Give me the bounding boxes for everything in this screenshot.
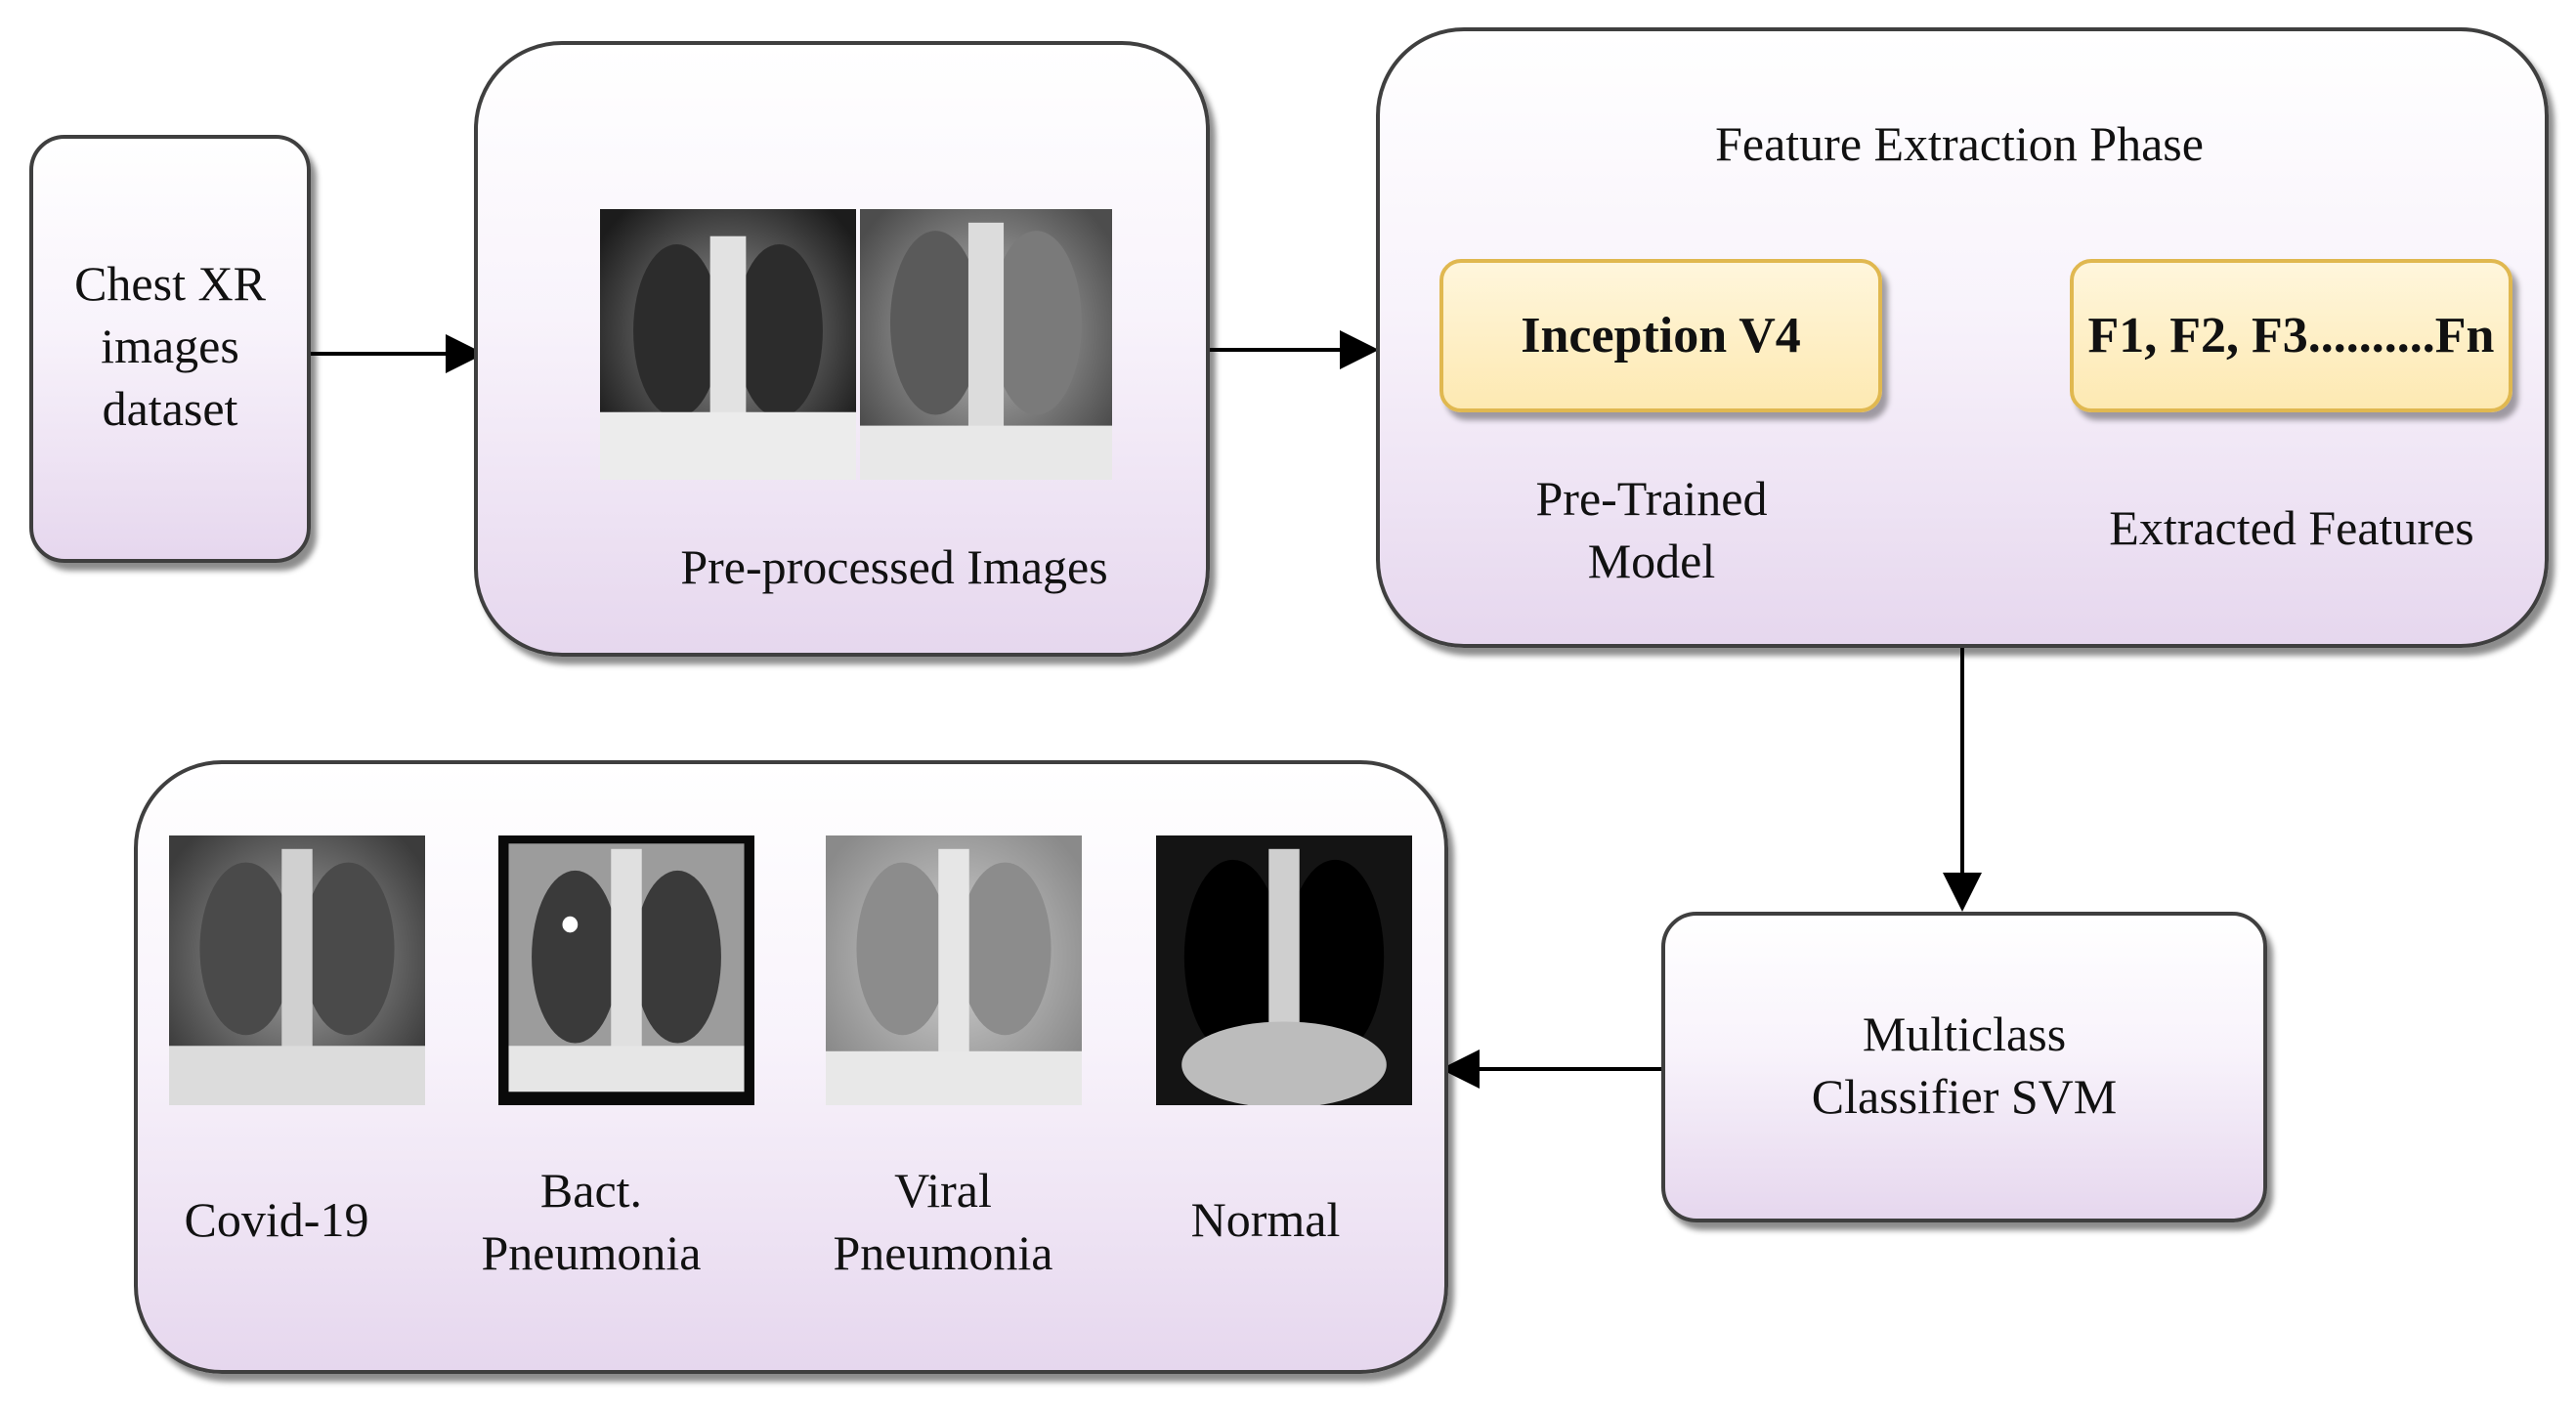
extracted-features-label: F1, F2, F3..........Fn — [2088, 307, 2495, 364]
dataset-label: Chest XR images dataset — [29, 252, 311, 440]
inception-model-box: Inception V4 — [1439, 259, 1882, 412]
xray-bacterial-pneumonia — [498, 835, 754, 1105]
xray-preprocessed-1 — [600, 209, 856, 480]
class-label-viral-pneumonia: Viral Pneumonia — [782, 1159, 1104, 1284]
xray-preprocessed-2 — [860, 209, 1112, 480]
classifier-label: Multiclass Classifier SVM — [1739, 1003, 2189, 1128]
xray-normal — [1156, 835, 1412, 1105]
inception-model-label: Inception V4 — [1521, 307, 1801, 364]
preprocess-caption: Pre-processed Images — [625, 535, 1163, 598]
class-label-covid-19: Covid-19 — [145, 1188, 408, 1251]
feature-extraction-title: Feature Extraction Phase — [1661, 112, 2257, 175]
xray-viral-pneumonia — [826, 835, 1082, 1105]
xray-covid-19 — [169, 835, 425, 1105]
extracted-features-caption: Extracted Features — [2052, 496, 2531, 559]
class-label-normal: Normal — [1138, 1188, 1393, 1251]
extracted-features-box: F1, F2, F3..........Fn — [2070, 259, 2512, 412]
pretrained-model-caption: Pre-Trained Model — [1495, 467, 1808, 592]
class-label-bacterial-pneumonia: Bact. Pneumonia — [430, 1159, 752, 1284]
